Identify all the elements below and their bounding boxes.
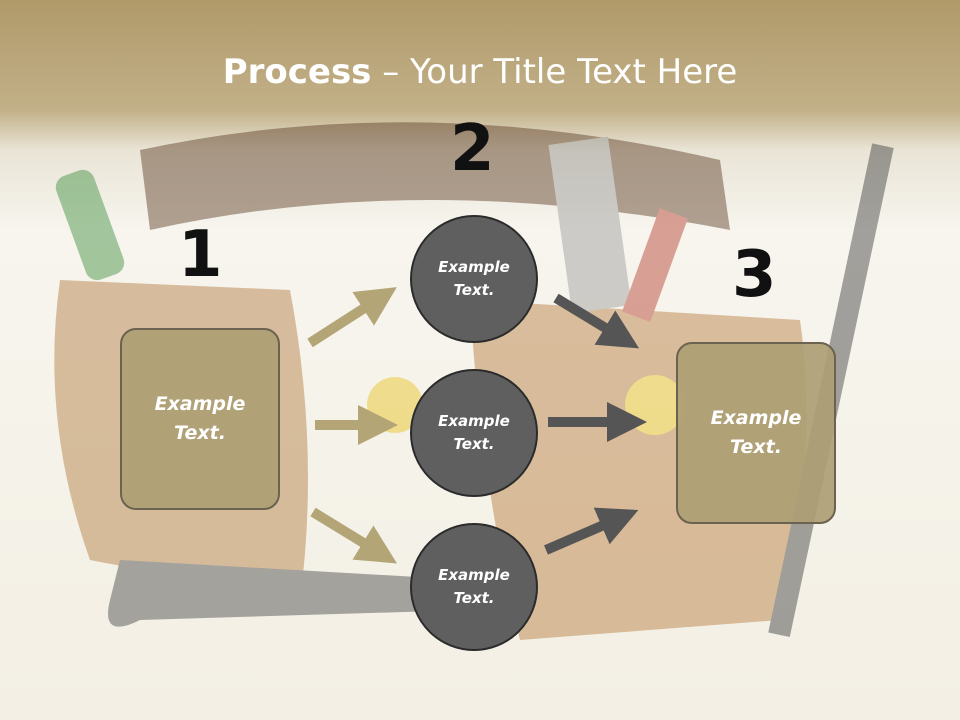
circle-top[interactable]: Example Text. xyxy=(410,215,538,343)
left-text-box[interactable]: Example Text. xyxy=(120,328,280,510)
title-rest: – Your Title Text Here xyxy=(371,52,738,92)
circle-bottom[interactable]: Example Text. xyxy=(410,523,538,651)
step-number-3: 3 xyxy=(732,238,777,312)
slide-title: Process – Your Title Text Here xyxy=(0,52,960,92)
right-text-box[interactable]: Example Text. xyxy=(676,342,836,524)
arrow-top-to-right xyxy=(553,293,640,349)
right-box-text: Example Text. xyxy=(710,407,802,458)
circle-middle-text: Example Text. xyxy=(438,412,510,453)
circle-middle[interactable]: Example Text. xyxy=(410,369,538,497)
circle-top-text: Example Text. xyxy=(438,258,510,299)
arrow-left-to-top xyxy=(307,287,397,348)
step-number-1: 1 xyxy=(178,218,223,292)
step-number-2: 2 xyxy=(450,112,495,186)
left-box-text: Example Text. xyxy=(154,393,246,444)
circle-bottom-text: Example Text. xyxy=(438,566,510,607)
arrow-left-to-bottom xyxy=(310,507,398,564)
title-bold: Process xyxy=(222,52,372,92)
arrow-bottom-to-right xyxy=(544,507,639,555)
